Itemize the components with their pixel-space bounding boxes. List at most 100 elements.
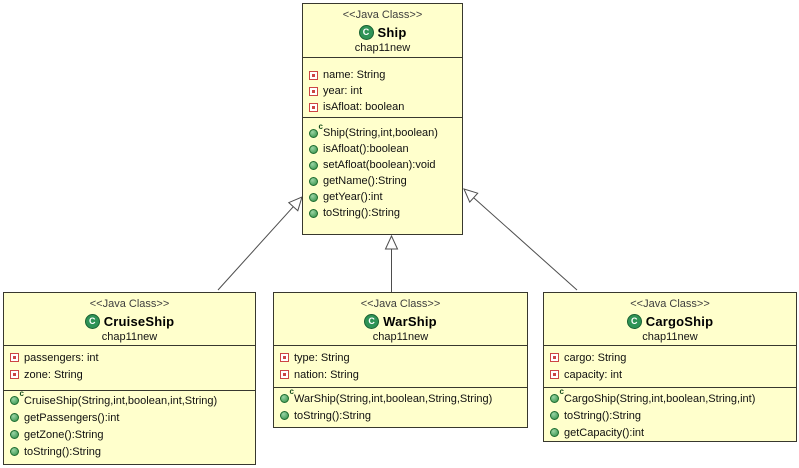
attribute-row[interactable]: type: String bbox=[274, 349, 527, 366]
private-field-icon bbox=[309, 86, 318, 96]
attribute-label: year: int bbox=[323, 85, 363, 97]
attribute-row[interactable]: name: String bbox=[303, 67, 462, 83]
method-label: toString():String bbox=[323, 207, 401, 219]
attribute-label: name: String bbox=[323, 69, 386, 81]
class-header: <<Java Class>> C Ship chap11new bbox=[303, 4, 462, 58]
package-name: chap11new bbox=[372, 331, 429, 343]
stereotype-label: <<Java Class>> bbox=[89, 298, 170, 310]
class-box-cargoship[interactable]: <<Java Class>> C CargoShip chap11new car… bbox=[543, 292, 797, 442]
package-name: chap11new bbox=[101, 331, 158, 343]
class-box-ship[interactable]: <<Java Class>> C Ship chap11new name: St… bbox=[302, 3, 463, 235]
method-row[interactable]: toString():String bbox=[274, 407, 527, 424]
method-row[interactable]: getCapacity():int bbox=[544, 424, 796, 441]
method-label: getZone():String bbox=[24, 428, 104, 441]
attribute-row[interactable]: passengers: int bbox=[4, 349, 255, 366]
method-row[interactable]: c WarShip(String,int,boolean,String,Stri… bbox=[274, 388, 527, 407]
method-row[interactable]: toString():String bbox=[4, 443, 255, 460]
method-label: getYear():int bbox=[323, 191, 383, 203]
method-row[interactable]: setAfloat(boolean):void bbox=[303, 157, 462, 173]
method-label: setAfloat(boolean):void bbox=[323, 159, 436, 171]
attribute-row[interactable]: nation: String bbox=[274, 366, 527, 383]
method-label: WarShip(String,int,boolean,String,String… bbox=[294, 392, 493, 405]
attribute-label: passengers: int bbox=[24, 351, 99, 364]
methods-section: c CargoShip(String,int,boolean,String,in… bbox=[544, 388, 796, 441]
class-name: WarShip bbox=[383, 313, 437, 329]
method-row[interactable]: getPassengers():int bbox=[4, 409, 255, 426]
public-method-icon bbox=[10, 413, 19, 422]
attributes-section: name: String year: int isAfloat: boolean bbox=[303, 58, 462, 118]
constructor-icon: c bbox=[280, 388, 294, 403]
java-class-icon: C bbox=[84, 313, 100, 329]
public-method-icon bbox=[10, 430, 19, 439]
method-row[interactable]: getYear():int bbox=[303, 189, 462, 205]
attribute-row[interactable]: year: int bbox=[303, 83, 462, 99]
inheritance-edge-cruiseship[interactable] bbox=[217, 206, 294, 291]
class-header: <<Java Class>> C CruiseShip chap11new bbox=[4, 293, 255, 346]
class-name: CargoShip bbox=[645, 313, 714, 329]
attribute-label: nation: String bbox=[294, 368, 359, 381]
attribute-label: capacity: int bbox=[564, 368, 623, 381]
method-row[interactable]: c CargoShip(String,int,boolean,String,in… bbox=[544, 388, 796, 407]
method-row[interactable]: getName():String bbox=[303, 173, 462, 189]
inheritance-arrowhead bbox=[463, 188, 479, 204]
method-row[interactable]: isAfloat():boolean bbox=[303, 141, 462, 157]
attribute-label: zone: String bbox=[24, 368, 83, 381]
class-name: Ship bbox=[377, 24, 407, 40]
public-method-icon bbox=[280, 411, 289, 420]
constructor-icon: c bbox=[550, 388, 564, 403]
inheritance-arrowhead bbox=[384, 234, 399, 250]
attributes-section: cargo: String capacity: int bbox=[544, 346, 796, 388]
attribute-label: type: String bbox=[294, 351, 350, 364]
package-name: chap11new bbox=[642, 331, 698, 343]
public-method-icon bbox=[550, 428, 559, 437]
java-class-icon: C bbox=[626, 313, 642, 329]
method-label: getCapacity():int bbox=[564, 426, 645, 439]
method-row[interactable]: c CruiseShip(String,int,boolean,int,Stri… bbox=[4, 390, 255, 409]
attribute-row[interactable]: capacity: int bbox=[544, 366, 796, 383]
class-header: <<Java Class>> C CargoShip chap11new bbox=[544, 293, 796, 346]
method-row[interactable]: toString():String bbox=[544, 407, 796, 424]
package-name: chap11new bbox=[354, 42, 411, 54]
constructor-icon: c bbox=[309, 122, 323, 138]
method-label: CruiseShip(String,int,boolean,int,String… bbox=[24, 394, 218, 407]
method-row[interactable]: c Ship(String,int,boolean) bbox=[303, 122, 462, 141]
public-method-icon bbox=[309, 144, 318, 154]
private-field-icon bbox=[550, 370, 559, 379]
class-name: CruiseShip bbox=[103, 313, 175, 329]
attributes-section: type: String nation: String bbox=[274, 346, 527, 388]
stereotype-label: <<Java Class>> bbox=[360, 298, 441, 310]
private-field-icon bbox=[550, 353, 559, 362]
attribute-label: isAfloat: boolean bbox=[323, 101, 405, 113]
private-field-icon bbox=[309, 70, 318, 80]
private-field-icon bbox=[309, 102, 318, 112]
attribute-label: cargo: String bbox=[564, 351, 627, 364]
attributes-section: passengers: int zone: String bbox=[4, 346, 255, 391]
public-method-icon bbox=[309, 208, 318, 218]
private-field-icon bbox=[280, 353, 289, 362]
class-box-cruiseship[interactable]: <<Java Class>> C CruiseShip chap11new pa… bbox=[3, 292, 256, 465]
method-row[interactable]: toString():String bbox=[303, 205, 462, 221]
method-label: toString():String bbox=[24, 445, 102, 458]
method-label: isAfloat():boolean bbox=[323, 143, 409, 155]
inheritance-arrowhead bbox=[287, 196, 303, 212]
inheritance-edge-cargoship[interactable] bbox=[473, 197, 578, 291]
attribute-row[interactable]: zone: String bbox=[4, 366, 255, 383]
method-label: getName():String bbox=[323, 175, 407, 187]
method-label: Ship(String,int,boolean) bbox=[323, 127, 438, 139]
public-method-icon bbox=[10, 447, 19, 456]
methods-section: c CruiseShip(String,int,boolean,int,Stri… bbox=[4, 390, 255, 460]
class-box-warship[interactable]: <<Java Class>> C WarShip chap11new type:… bbox=[273, 292, 528, 428]
constructor-icon: c bbox=[10, 390, 24, 405]
methods-section: c Ship(String,int,boolean) isAfloat():bo… bbox=[303, 118, 462, 221]
java-class-icon: C bbox=[358, 24, 374, 40]
method-row[interactable]: getZone():String bbox=[4, 426, 255, 443]
java-class-icon: C bbox=[364, 313, 380, 329]
methods-section: c WarShip(String,int,boolean,String,Stri… bbox=[274, 388, 527, 424]
private-field-icon bbox=[10, 353, 19, 362]
attribute-row[interactable]: isAfloat: boolean bbox=[303, 99, 462, 115]
class-header: <<Java Class>> C WarShip chap11new bbox=[274, 293, 527, 346]
attribute-row[interactable]: cargo: String bbox=[544, 349, 796, 366]
stereotype-label: <<Java Class>> bbox=[630, 298, 710, 310]
